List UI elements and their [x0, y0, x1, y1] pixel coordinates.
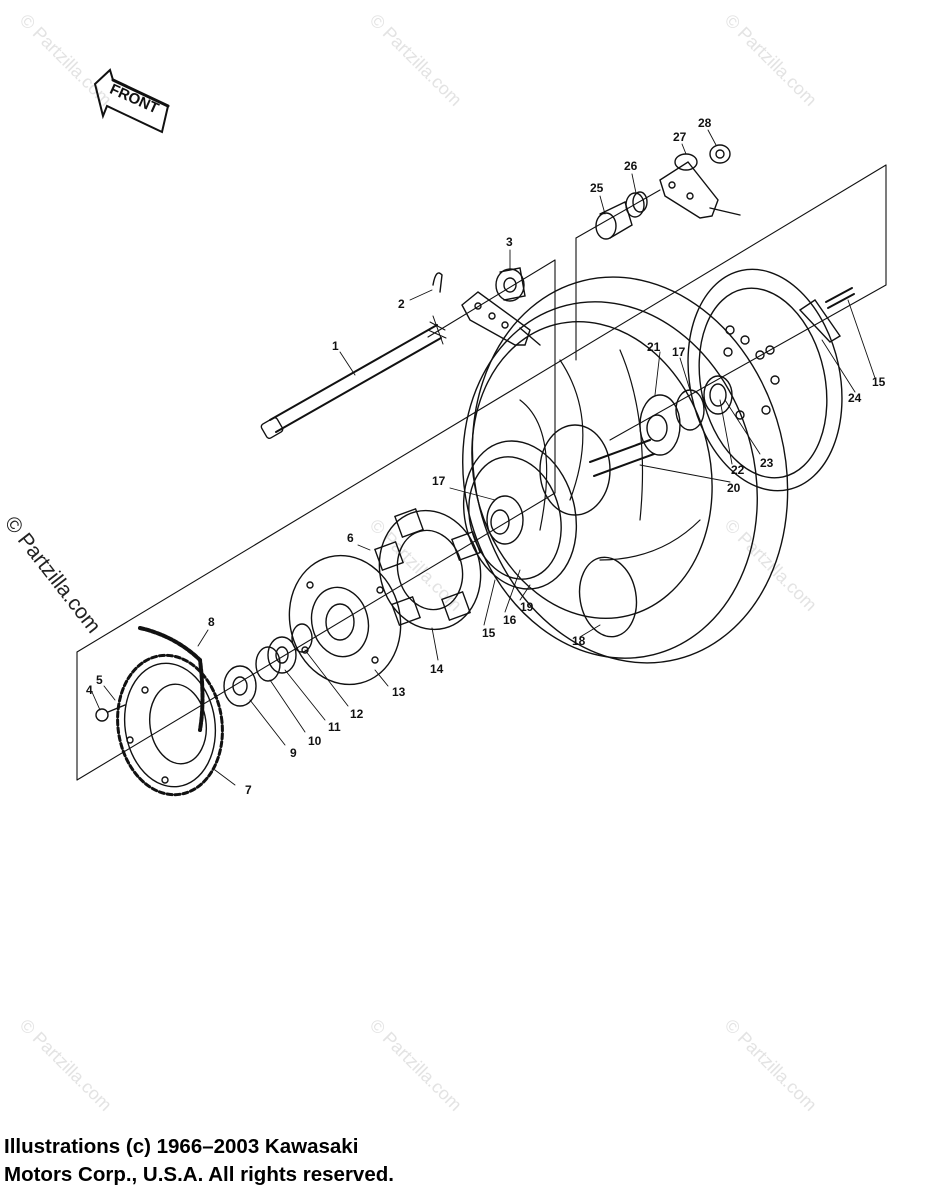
callout-7: 7 [245, 783, 252, 797]
front-label: FRONT [107, 81, 161, 118]
callout-17-right: 17 [672, 345, 686, 359]
callout-24: 24 [848, 391, 862, 405]
callout-15-left: 15 [482, 626, 496, 640]
callout-16: 16 [503, 613, 517, 627]
callout-leaders [91, 129, 876, 786]
callout-20: 20 [727, 481, 741, 495]
torque-link-bolt [798, 287, 855, 343]
axle-collar [495, 267, 526, 302]
callout-17-left: 17 [432, 474, 446, 488]
exploded-boundary [76, 164, 887, 781]
callout-6: 6 [347, 531, 354, 545]
hub-damper [374, 508, 482, 631]
chain-adjuster-left [461, 291, 541, 346]
callout-13: 13 [392, 685, 406, 699]
front-arrow-icon: FRONT [93, 68, 170, 134]
callout-12: 12 [350, 707, 364, 721]
callout-22: 22 [731, 463, 745, 477]
bearing-set [223, 623, 313, 707]
callout-28: 28 [698, 116, 712, 130]
callout-27: 27 [673, 130, 687, 144]
copyright-notice: Illustrations (c) 1966–2003 Kawasaki Mot… [4, 1133, 394, 1189]
rear-sprocket [116, 653, 224, 797]
callout-8: 8 [208, 615, 215, 629]
hub-assembly [539, 375, 733, 516]
rear-axle [260, 315, 447, 440]
callout-18: 18 [572, 634, 586, 648]
copyright-line-1: Illustrations (c) 1966–2003 Kawasaki [4, 1135, 359, 1158]
callout-11: 11 [328, 720, 341, 734]
callout-25: 25 [590, 181, 604, 195]
callout-23: 23 [760, 456, 774, 470]
o-ring [578, 556, 638, 638]
copyright-line-2: Motors Corp., U.S.A. All rights reserved… [4, 1163, 394, 1186]
cotter-pin [432, 272, 443, 293]
right-side-collar [595, 191, 648, 240]
callout-4: 4 [86, 683, 93, 697]
wheel-drum [462, 440, 578, 590]
callout-26: 26 [624, 159, 638, 173]
callout-5: 5 [96, 673, 103, 687]
callout-9: 9 [290, 746, 297, 760]
rear-wheel [462, 276, 789, 664]
callout-2: 2 [398, 297, 405, 311]
sprocket-bolt [95, 704, 126, 722]
drive-chain [138, 626, 205, 732]
callout-14: 14 [430, 662, 444, 676]
callout-10: 10 [308, 734, 322, 748]
callout-3: 3 [506, 235, 513, 249]
callout-1: 1 [332, 339, 339, 353]
callout-21: 21 [647, 340, 661, 354]
callout-19: 19 [520, 600, 534, 614]
callout-numbers: 1 2 3 4 5 6 7 8 9 10 11 12 13 14 15 15 1… [86, 116, 886, 797]
sprocket-coupling [288, 554, 402, 686]
callout-15-right: 15 [872, 375, 886, 389]
chain-adjuster-right [659, 144, 741, 219]
